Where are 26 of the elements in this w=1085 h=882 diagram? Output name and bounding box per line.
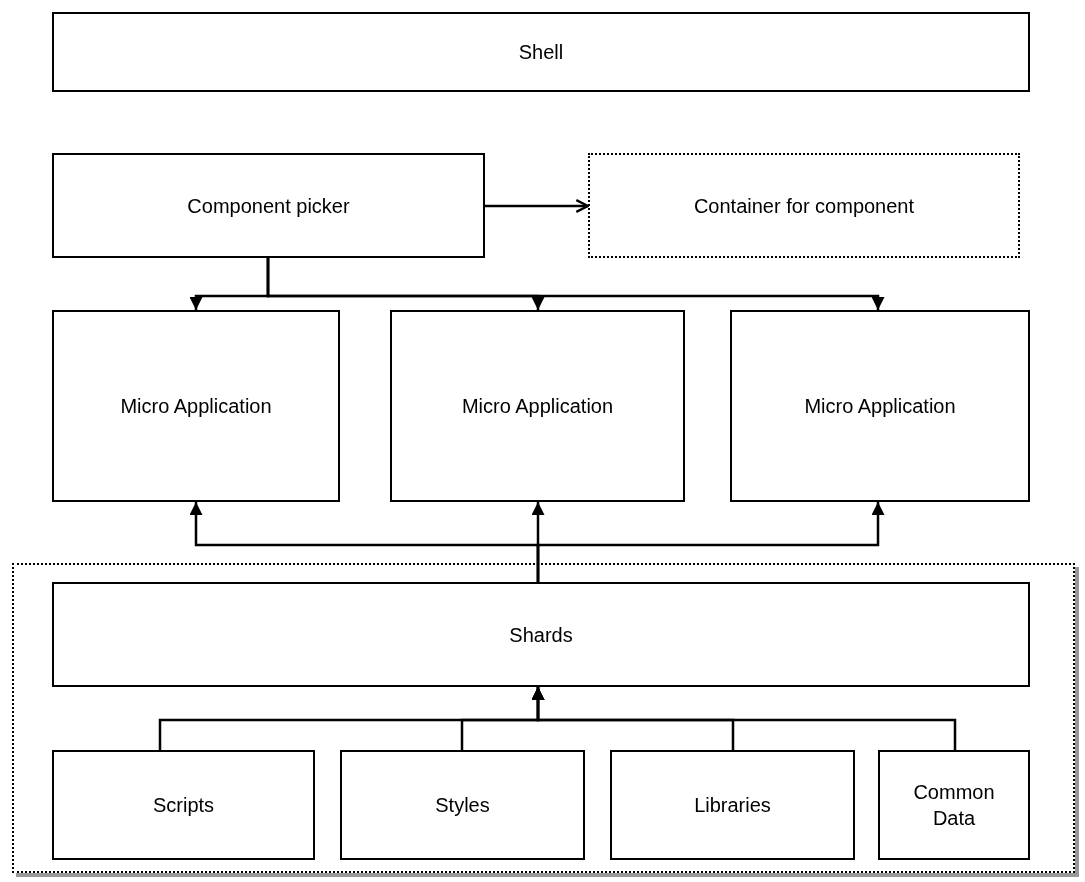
arrow bbox=[485, 199, 590, 213]
module-box bbox=[610, 750, 855, 860]
app-box bbox=[52, 310, 340, 502]
container-box bbox=[588, 153, 1020, 258]
process-box bbox=[52, 582, 1030, 687]
module-box bbox=[52, 750, 315, 860]
box-label: Libraries bbox=[694, 793, 771, 818]
box-label: Component picker bbox=[187, 193, 350, 219]
box-label: Shell bbox=[518, 40, 564, 65]
box-label: Scripts bbox=[152, 793, 215, 818]
box-label: Common Data bbox=[912, 780, 996, 831]
app-box bbox=[730, 310, 1030, 502]
box-label: Styles bbox=[435, 793, 490, 818]
box-label: Shards bbox=[509, 622, 573, 648]
app-box bbox=[390, 310, 685, 502]
arrow bbox=[531, 687, 957, 750]
module-box bbox=[878, 750, 1030, 860]
process-box bbox=[52, 153, 485, 258]
box-label: Micro Application bbox=[804, 394, 956, 419]
arrow bbox=[536, 502, 885, 582]
box-label: Container for component bbox=[693, 193, 915, 219]
arrow bbox=[266, 258, 885, 310]
shell-box bbox=[52, 12, 1030, 92]
box-label: Micro Application bbox=[120, 394, 272, 419]
module-box bbox=[340, 750, 585, 860]
box-label: Micro Application bbox=[461, 394, 614, 419]
